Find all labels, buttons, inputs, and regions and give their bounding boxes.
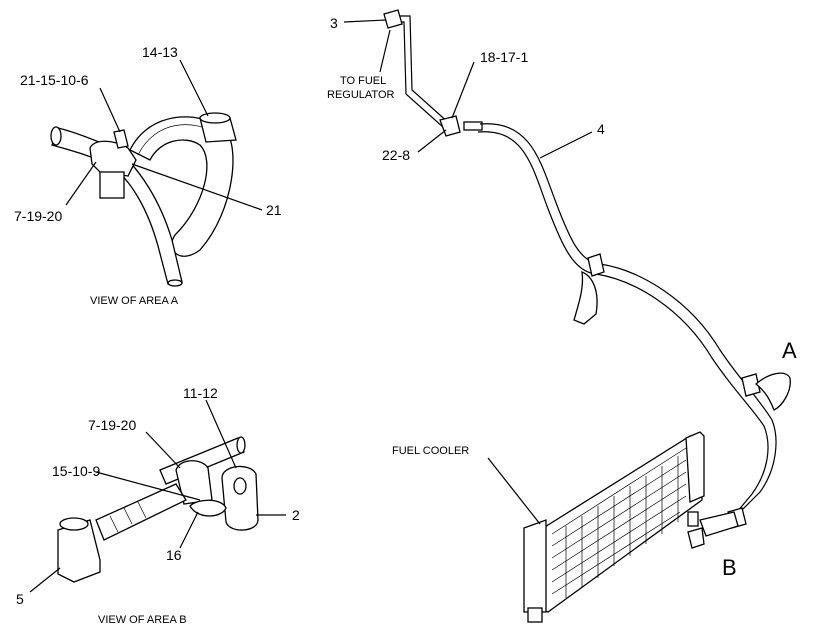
leader-b-5: [29, 567, 61, 593]
leader-b-15-10-9: [95, 471, 201, 501]
callout-14-13: 14-13: [142, 44, 178, 60]
area-a-marker: A: [782, 338, 797, 363]
view-area-b: 11-12 7-19-20 15-10-9 2 16 5 VIEW OF ARE…: [16, 385, 300, 626]
callout-18-17-1: 18-17-1: [480, 49, 528, 65]
callout-7-19-20: 7-19-20: [14, 208, 62, 224]
leader-a-21: [131, 163, 263, 211]
callout-7-19-20-b: 7-19-20: [88, 417, 136, 433]
leader-b-16: [179, 511, 199, 549]
leader-3: [343, 19, 387, 23]
label-regulator: REGULATOR: [327, 89, 394, 101]
callout-2: 2: [292, 507, 300, 523]
callout-3: 3: [330, 15, 338, 31]
label-to-fuel: TO FUEL: [340, 75, 386, 87]
main-assembly: 3 TO FUEL REGULATOR 18-17-1 22-8 4 A B F…: [327, 9, 797, 623]
callout-16: 16: [166, 547, 182, 563]
callout-5: 5: [16, 591, 24, 607]
leader-b-7-19-20: [145, 431, 181, 469]
leader-to-fuel-regulator: [379, 29, 391, 73]
leader-18-17-1: [451, 61, 475, 119]
caption-view-area-b: VIEW OF AREA B: [98, 614, 187, 626]
callout-21-15-10-6: 21-15-10-6: [20, 72, 89, 88]
leader-a-7-19-20: [65, 161, 97, 206]
callout-21: 21: [266, 202, 282, 218]
callout-4: 4: [597, 121, 605, 137]
label-fuel-cooler: FUEL COOLER: [392, 445, 469, 457]
callout-15-10-9: 15-10-9: [52, 463, 100, 479]
leader-a-21-15-10-6: [99, 87, 121, 133]
area-b-marker: B: [722, 555, 737, 580]
callout-11-12: 11-12: [183, 385, 218, 401]
leader-b-11-12: [205, 399, 237, 469]
leader-fuel-cooler: [487, 457, 541, 525]
fuel-cooler: [523, 431, 705, 623]
leader-a-14-13: [179, 59, 209, 117]
leader-4: [539, 131, 593, 159]
caption-view-area-a: VIEW OF AREA A: [90, 295, 179, 307]
view-area-a: 14-13 21-15-10-6 7-19-20 21 VIEW OF AREA…: [14, 44, 282, 307]
callout-22-8: 22-8: [382, 147, 410, 163]
leader-22-8: [417, 129, 447, 153]
